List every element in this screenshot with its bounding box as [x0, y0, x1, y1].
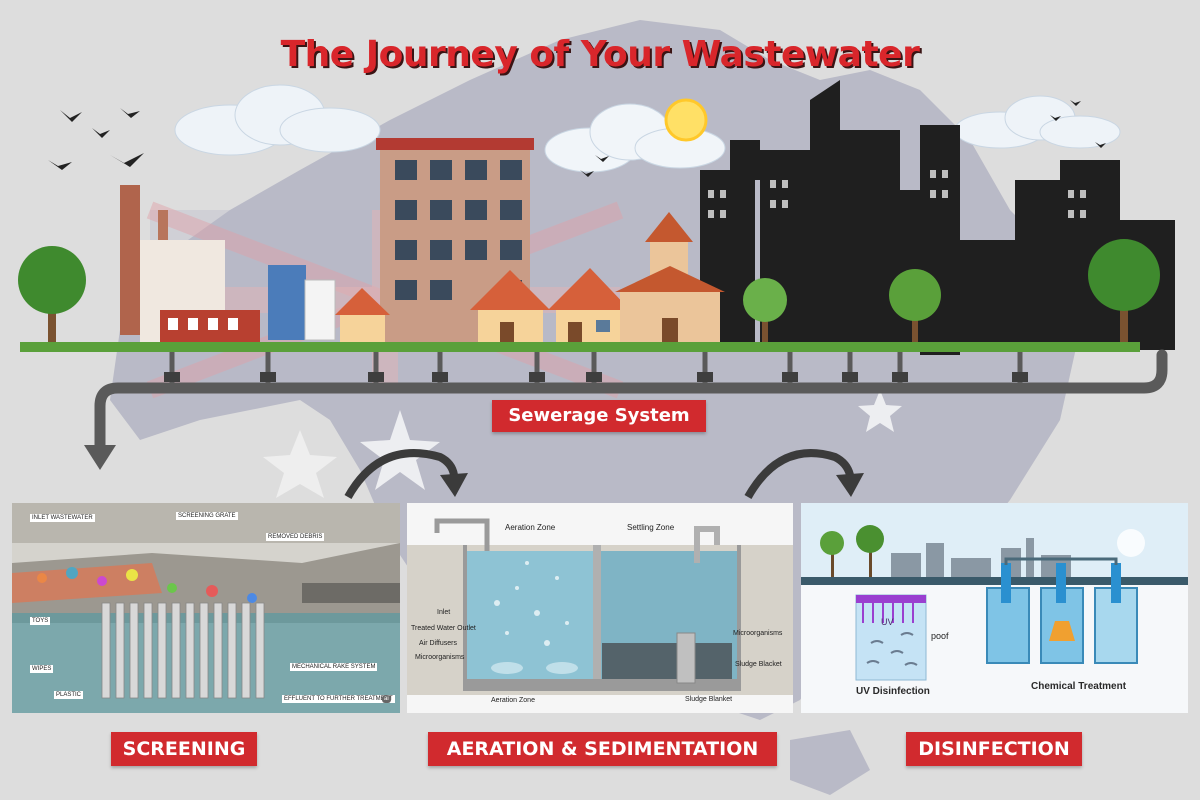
label-screening-grate: SCREENING GRATE: [176, 512, 238, 520]
label-chemical-treatment: Chemical Treatment: [1031, 681, 1127, 692]
label-effluent: EFFLUENT TO FURTHER TREATMENT: [282, 695, 395, 703]
label-treated-water-outlet: Treated Water Outlet: [411, 625, 476, 632]
tree-icon: [18, 246, 86, 350]
uv-tank: [855, 594, 927, 681]
curved-arrow-icon: [744, 449, 854, 499]
page-title: The Journey of Your Wastewater: [280, 34, 920, 75]
label-plastic: PLASTIC: [54, 691, 84, 699]
tree-icon: [856, 525, 884, 577]
arrow-down-icon: [84, 445, 116, 470]
label-sludge-blacket: Sludge Blacket: [735, 661, 782, 668]
tree-icon: [743, 278, 787, 350]
house-icon: [548, 268, 630, 350]
label-air-diffusers: Air Diffusers: [419, 640, 457, 647]
tree-icon: [1088, 239, 1160, 350]
chimney-icon: [120, 185, 140, 335]
church-icon: [615, 212, 725, 350]
label-inlet-wastewater: INLET WASTEWATER: [30, 514, 95, 522]
cloud-icon: [174, 84, 381, 156]
label-inlet: Inlet: [437, 609, 451, 616]
label-aeration-zone-top: Aeration Zone: [505, 523, 556, 532]
birds-icon: [48, 100, 1106, 177]
label-aeration-zone-bottom: Aeration Zone: [491, 697, 535, 704]
label-microorganisms-right: Microorganisms: [733, 630, 783, 637]
ai-badge: ai: [382, 695, 391, 703]
cloud-icon: [954, 95, 1121, 149]
label-uv: UV: [881, 617, 894, 627]
house-icon: [335, 288, 390, 345]
label-sludge-blanket: Sludge Blanket: [685, 696, 733, 703]
bacteria-icon: [866, 632, 918, 666]
sewerage-system-label: Sewerage System: [492, 400, 706, 432]
disinfection-panel: UV poof UV Disinfection Chemical Treatme…: [801, 503, 1188, 713]
city-skyline-scene: [18, 80, 1175, 355]
screening-panel: INLET WASTEWATER SCREENING GRATE REMOVED…: [12, 503, 400, 713]
process-flow-arrows: [344, 449, 864, 499]
tree-icon: [820, 531, 844, 577]
step-label-disinfection: DISINFECTION: [906, 732, 1082, 766]
grass-strip: [20, 342, 1140, 352]
label-toys: TOYS: [30, 617, 51, 625]
disinfection-illustration: [801, 503, 1188, 713]
step-label-screening: SCREENING: [111, 732, 257, 766]
label-removed-debris: REMOVED DEBRIS: [266, 533, 325, 541]
label-wipes: WIPES: [30, 665, 54, 673]
label-settling-zone: Settling Zone: [627, 523, 675, 532]
sun-icon: [664, 98, 708, 142]
flask-icon: [1049, 621, 1075, 641]
step-label-aeration-sedimentation: AERATION & SEDIMENTATION: [428, 732, 777, 766]
aeration-illustration: [407, 503, 793, 713]
screening-illustration: [12, 503, 400, 713]
label-mechanical-rake: MECHANICAL RAKE SYSTEM: [290, 663, 378, 671]
silo-icon: [268, 265, 306, 340]
curved-arrow-icon: [344, 449, 458, 499]
sewer-pipe-network: [84, 349, 1168, 470]
label-poof: poof: [931, 631, 949, 641]
label-uv-disinfection: UV Disinfection: [856, 686, 930, 697]
label-microorganisms-left: Microorganisms: [415, 654, 465, 661]
chemical-tank: [986, 557, 1138, 664]
aeration-panel: Aeration Zone Settling Zone Inlet Treate…: [407, 503, 793, 713]
tree-icon: [889, 269, 941, 350]
